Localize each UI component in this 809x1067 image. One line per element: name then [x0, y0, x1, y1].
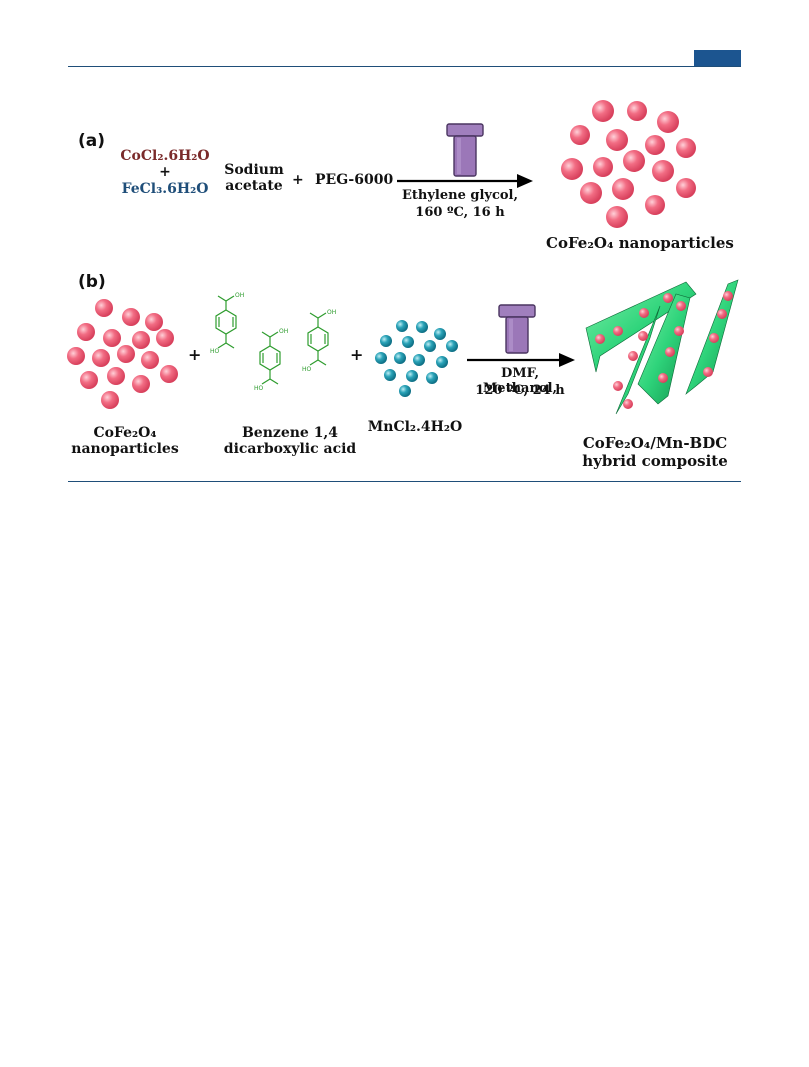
reactant-cofe2o4-label-1: CoFe₂O₄ [93, 425, 157, 441]
cofe2o4-nanoparticles-cluster [561, 100, 696, 228]
reactant-cobalt-chloride: CoCl₂.6H₂O [120, 148, 210, 164]
plus-sign: + [292, 172, 304, 188]
conditions-a-1: Ethylene glycol, [401, 188, 518, 203]
hydroxyl-label: HO [254, 385, 264, 392]
hydroxyl-label: OH [327, 309, 336, 316]
hydroxyl-label: HO [302, 366, 312, 373]
plus-sign: + [159, 164, 171, 180]
product-hybrid-label-1: CoFe₂O₄/Mn-BDC [582, 434, 728, 452]
mn-bdc-hybrid-composite-sheets [585, 279, 739, 415]
reactant-cofe2o4-label-2: nanoparticles [71, 441, 179, 457]
benzene-dicarboxylic-acid-structure: OH HO OH HO OH HO [210, 292, 336, 392]
product-cofe2o4-nanoparticles: CoFe₂O₄ nanoparticles [546, 234, 734, 252]
mn-salt-label: MnCl₂.4H₂O [367, 419, 463, 435]
linker-label-1: Benzene 1,4 [241, 425, 339, 441]
hydroxyl-label: OH [279, 328, 288, 335]
conditions-b-2: 120 ºC, 24 h [475, 383, 565, 398]
hydroxyl-label: HO [210, 348, 220, 355]
mn-salt-particles-cluster [375, 320, 458, 397]
peg-label: PEG-6000 [315, 172, 394, 188]
conditions-a-2: 160 ºC, 16 h [415, 205, 505, 220]
reaction-arrow [467, 353, 575, 367]
footer-rule [68, 481, 741, 482]
cofe2o4-nanoparticles-cluster [67, 299, 178, 409]
header-tab [694, 50, 741, 66]
panel-label-a: (a) [78, 131, 106, 151]
hydroxyl-label: OH [235, 292, 244, 299]
product-hybrid-label-2: hybrid composite [582, 452, 728, 470]
autoclave-icon [498, 304, 536, 354]
header-rule [68, 66, 741, 67]
plus-sign: + [350, 345, 364, 364]
panel-label-b: (b) [78, 272, 106, 292]
autoclave-icon [446, 123, 484, 177]
reactant-iron-chloride: FeCl₃.6H₂O [121, 181, 209, 197]
linker-label-2: dicarboxylic acid [223, 441, 357, 457]
conditions-b-1: DMF, Methanol, [482, 366, 558, 396]
reaction-arrow [397, 174, 533, 188]
sodium-acetate-label-2: acetate [225, 178, 283, 194]
plus-sign: + [188, 345, 202, 364]
sodium-acetate-label-1: Sodium [224, 162, 284, 178]
